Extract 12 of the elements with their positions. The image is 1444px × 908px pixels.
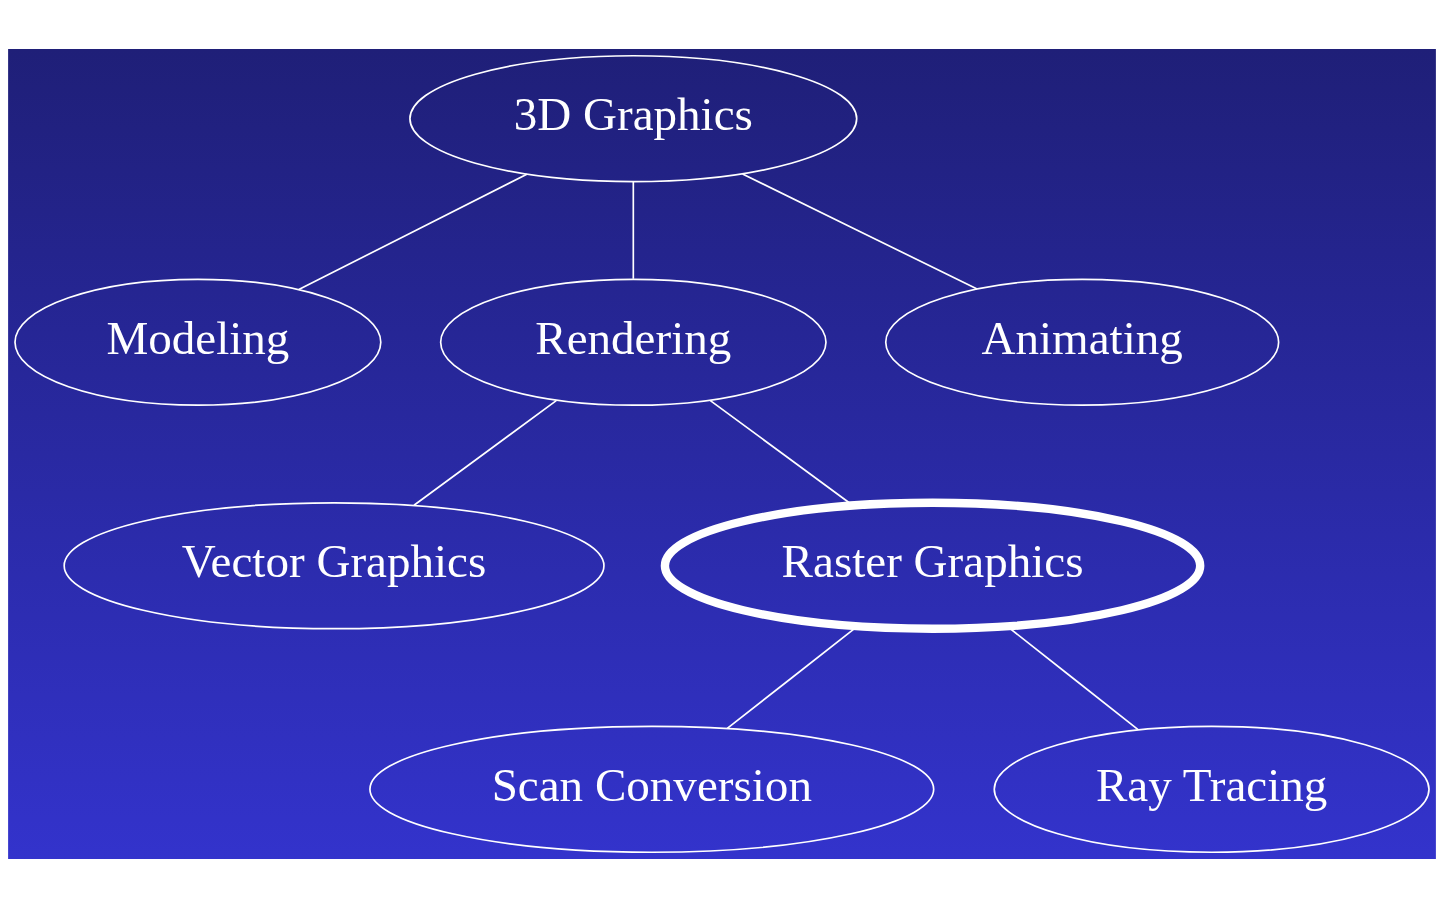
connector [632,180,635,280]
node-ellipse: Rendering [439,278,827,407]
node-ellipse: Ray Tracing [993,725,1430,854]
node-ellipse: Vector Graphics [63,501,605,630]
connector [413,399,558,507]
node-ellipse: Scan Conversion [369,725,935,854]
node-ellipse: Raster Graphics [660,498,1205,633]
node-ellipse: Animating [884,278,1280,407]
connector [298,173,528,291]
node-ellipse: 3D Graphics [409,54,858,183]
node-ellipse: Modeling [14,278,382,407]
connector [741,173,978,290]
